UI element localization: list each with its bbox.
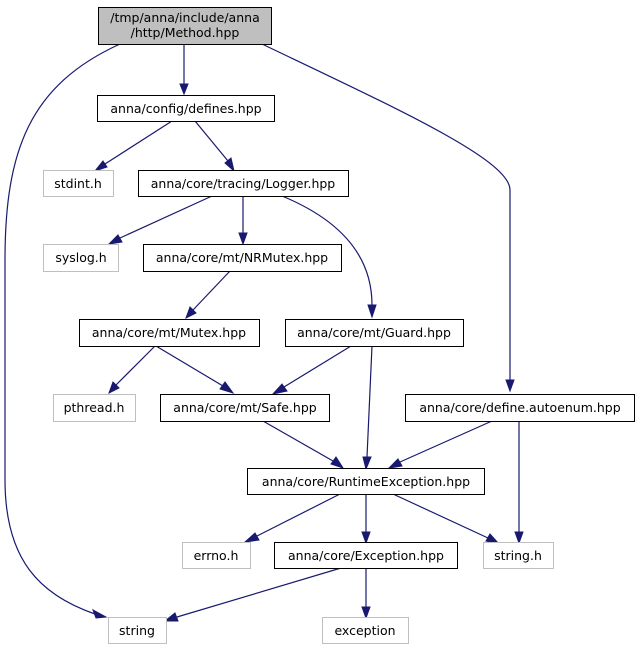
node-string-label: string: [119, 623, 155, 638]
node-stdint-label: stdint.h: [54, 176, 102, 191]
edge-logger-to-syslog: [107, 195, 213, 245]
node-exception-label: exception: [334, 623, 395, 638]
edge-defines-to-logger: [194, 120, 235, 173]
node-pthread-h: pthread.h: [53, 394, 136, 422]
edge-exception-hpp-to-string: [163, 567, 342, 622]
node-runtime-label: anna/core/RuntimeException.hpp: [262, 474, 470, 489]
node-exception-hpp[interactable]: anna/core/Exception.hpp: [274, 542, 458, 569]
node-runtime-exception-hpp[interactable]: anna/core/RuntimeException.hpp: [247, 468, 485, 495]
edges: [4, 43, 524, 622]
node-logger-label: anna/core/tracing/Logger.hpp: [151, 176, 336, 191]
node-logger-hpp[interactable]: anna/core/tracing/Logger.hpp: [138, 170, 349, 197]
node-root-method-hpp[interactable]: /tmp/anna/include/anna /http/Method.hpp: [98, 7, 272, 45]
edge-logger-to-nrmutex: [238, 196, 248, 246]
edge-guard-to-safe: [271, 345, 352, 395]
node-guard-label: anna/core/mt/Guard.hpp: [297, 325, 451, 340]
edge-safe-to-runtime: [262, 420, 345, 469]
node-syslog-label: syslog.h: [55, 250, 106, 265]
node-autoenum-label: anna/core/define.autoenum.hpp: [419, 400, 620, 415]
edge-exception-hpp-to-exception: [361, 568, 371, 620]
node-safe-hpp[interactable]: anna/core/mt/Safe.hpp: [160, 394, 330, 422]
node-defines-label: anna/config/defines.hpp: [110, 101, 261, 116]
node-string: string: [108, 617, 167, 644]
edge-mutex-to-safe: [155, 345, 235, 394]
node-root-line1: /tmp/anna/include/anna: [110, 10, 259, 25]
edge-runtime-to-errno: [243, 493, 341, 543]
node-root-line2: /http/Method.hpp: [131, 25, 240, 40]
node-exception: exception: [322, 617, 409, 644]
node-mutex-hpp[interactable]: anna/core/mt/Mutex.hpp: [79, 319, 260, 347]
edge-logger-to-guard: [281, 195, 377, 319]
edge-root-to-defines: [179, 44, 189, 96]
node-string-h: string.h: [483, 542, 554, 569]
edge-root-to-autoenum: [261, 43, 515, 393]
node-string-h-label: string.h: [494, 548, 542, 563]
edge-autoenum-to-string-h: [514, 421, 524, 545]
edge-mutex-to-pthread: [108, 345, 156, 395]
node-nrmutex-hpp[interactable]: anna/core/mt/NRMutex.hpp: [143, 244, 342, 272]
node-errno-label: errno.h: [194, 548, 239, 563]
node-nrmutex-label: anna/core/mt/NRMutex.hpp: [156, 250, 328, 265]
node-syslog-h: syslog.h: [43, 244, 119, 272]
edge-autoenum-to-runtime: [387, 420, 493, 469]
edge-runtime-to-exception-hpp: [361, 494, 371, 545]
edge-root-to-string: [4, 43, 121, 619]
edge-defines-to-stdint: [93, 120, 173, 173]
node-pthread-label: pthread.h: [64, 400, 125, 415]
node-errno-h: errno.h: [182, 542, 251, 569]
edge-guard-to-runtime: [362, 345, 373, 471]
node-exception-hpp-label: anna/core/Exception.hpp: [288, 548, 444, 563]
node-guard-hpp[interactable]: anna/core/mt/Guard.hpp: [285, 319, 464, 347]
node-stdint-h: stdint.h: [43, 170, 114, 197]
edge-runtime-to-string-h: [392, 493, 501, 545]
node-mutex-label: anna/core/mt/Mutex.hpp: [92, 325, 246, 340]
nodes: /tmp/anna/include/anna /http/Method.hpp …: [43, 7, 635, 644]
edge-nrmutex-to-mutex: [185, 270, 231, 320]
node-autoenum-hpp[interactable]: anna/core/define.autoenum.hpp: [405, 394, 635, 422]
node-safe-label: anna/core/mt/Safe.hpp: [173, 400, 316, 415]
node-defines-hpp[interactable]: anna/config/defines.hpp: [97, 95, 275, 122]
